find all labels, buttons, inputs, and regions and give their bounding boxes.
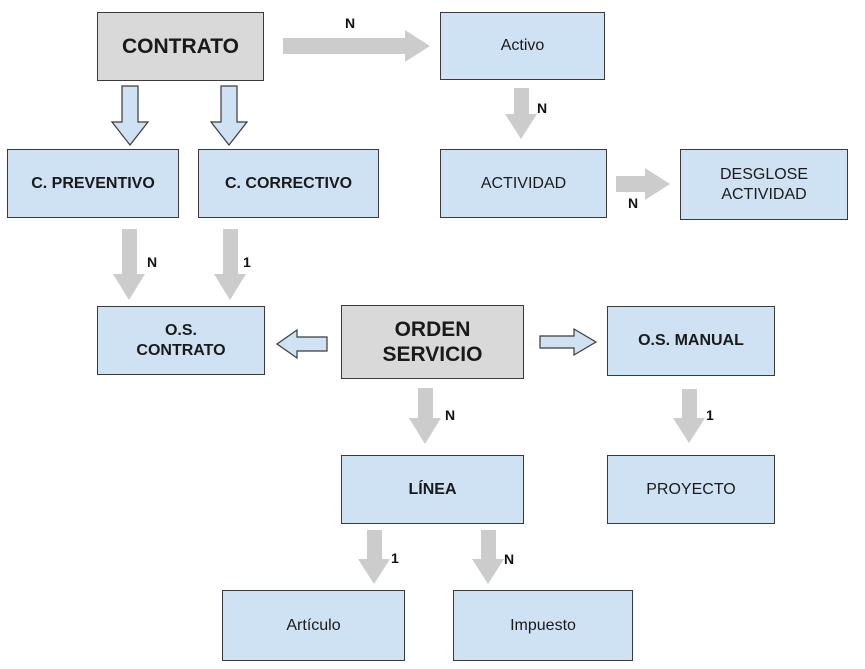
contrato-label: CONTRATO bbox=[121, 34, 240, 58]
cardinality-contrato-activo: N bbox=[345, 15, 356, 31]
cardinality-activo-actividad: N bbox=[537, 100, 548, 116]
actividad-label: ACTIVIDAD bbox=[480, 174, 567, 192]
cardinality-correctivo-os: 1 bbox=[243, 254, 251, 270]
articulo-box: Artículo bbox=[222, 590, 405, 661]
arrow-linea-impuesto bbox=[472, 530, 504, 584]
arrow-preventivo-os bbox=[113, 229, 145, 300]
cardinality-actividad-desglose: N bbox=[628, 195, 639, 211]
desglose-line1: DESGLOSE bbox=[719, 166, 809, 184]
cardinality-manual-proyecto: 1 bbox=[706, 407, 714, 423]
orden-line1: ORDEN bbox=[394, 317, 471, 341]
arrow-manual-proyecto bbox=[673, 389, 705, 443]
proyecto-label: PROYECTO bbox=[646, 480, 736, 498]
arrow-contrato-activo bbox=[283, 30, 430, 62]
arrow-activo-actividad bbox=[505, 88, 537, 139]
c-correctivo-label: C. CORRECTIVO bbox=[224, 174, 353, 192]
activo-box: Activo bbox=[440, 12, 605, 80]
os-contrato-line1: O.S. bbox=[164, 322, 197, 340]
desglose-actividad-box: DESGLOSE ACTIVIDAD bbox=[680, 149, 848, 220]
linea-box: LÍNEA bbox=[341, 455, 524, 524]
cardinality-linea-articulo: 1 bbox=[391, 550, 399, 566]
activo-label: Activo bbox=[500, 37, 545, 55]
cardinality-preventivo-os: N bbox=[147, 254, 158, 270]
actividad-box: ACTIVIDAD bbox=[440, 149, 607, 218]
arrow-contrato-correctivo bbox=[209, 85, 249, 146]
arrow-actividad-desglose bbox=[616, 168, 670, 200]
cardinality-linea-impuesto: N bbox=[504, 551, 515, 567]
os-manual-label: O.S. MANUAL bbox=[638, 332, 744, 350]
arrow-linea-articulo bbox=[358, 530, 390, 584]
cardinality-orden-linea: N bbox=[445, 407, 456, 423]
contrato-box: CONTRATO bbox=[97, 12, 264, 81]
impuesto-label: Impuesto bbox=[510, 616, 576, 634]
os-contrato-box: O.S. CONTRATO bbox=[97, 306, 265, 375]
arrow-orden-oscontrato bbox=[275, 328, 328, 360]
articulo-label: Artículo bbox=[286, 616, 341, 634]
os-contrato-line2: CONTRATO bbox=[136, 341, 226, 359]
linea-label: LÍNEA bbox=[408, 480, 457, 498]
orden-servicio-box: ORDEN SERVICIO bbox=[341, 305, 524, 379]
arrow-orden-linea bbox=[409, 388, 441, 444]
c-preventivo-box: C. PREVENTIVO bbox=[7, 149, 179, 218]
os-manual-box: O.S. MANUAL bbox=[607, 306, 775, 376]
arrow-contrato-preventivo bbox=[110, 85, 150, 146]
proyecto-box: PROYECTO bbox=[607, 455, 775, 524]
c-preventivo-label: C. PREVENTIVO bbox=[31, 174, 155, 192]
arrow-orden-osmanual bbox=[539, 327, 598, 357]
impuesto-box: Impuesto bbox=[453, 590, 633, 661]
desglose-line2: ACTIVIDAD bbox=[721, 185, 807, 203]
arrow-correctivo-os bbox=[214, 229, 246, 300]
orden-line2: SERVICIO bbox=[382, 343, 483, 366]
c-correctivo-box: C. CORRECTIVO bbox=[198, 149, 379, 218]
